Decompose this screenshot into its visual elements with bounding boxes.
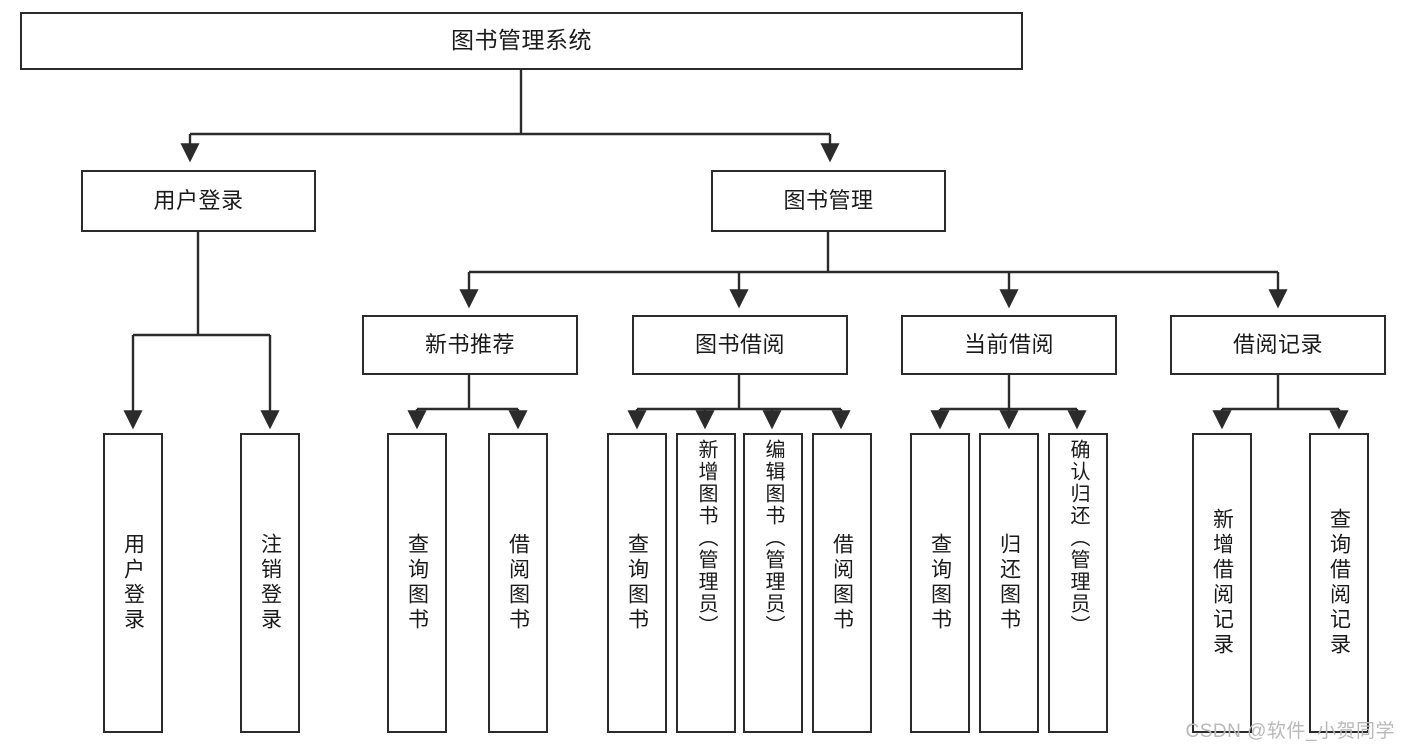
leaf-user-login-logout[interactable]: 注销登录 (240, 433, 300, 733)
leaf-borrow-record-query-label: 查询借阅记录 (1327, 508, 1351, 658)
leaf-book-borrow-edit-label: 编辑图书（管理员） (762, 439, 784, 637)
leaf-book-borrow-borrow[interactable]: 借阅图书 (812, 433, 872, 733)
leaf-user-login-login[interactable]: 用户登录 (103, 433, 163, 733)
leaf-borrow-record-add[interactable]: 新增借阅记录 (1192, 433, 1252, 733)
leaf-current-borrow-return-label: 归还图书 (997, 533, 1021, 633)
node-borrow-record-label: 借阅记录 (1232, 332, 1323, 358)
node-user-login[interactable]: 用户登录 (81, 170, 316, 232)
node-book-management-label: 图书管理 (783, 188, 874, 214)
leaf-current-borrow-confirm-return-label: 确认归还（管理员） (1067, 439, 1089, 637)
node-book-management[interactable]: 图书管理 (711, 170, 946, 232)
node-book-borrow-label: 图书借阅 (694, 332, 785, 358)
node-book-borrow[interactable]: 图书借阅 (632, 315, 848, 375)
leaf-current-borrow-confirm-return[interactable]: 确认归还（管理员） (1048, 433, 1108, 733)
leaf-user-login-logout-label: 注销登录 (258, 533, 282, 633)
node-current-borrow-label: 当前借阅 (963, 332, 1054, 358)
node-new-book-recommend-label: 新书推荐 (424, 332, 515, 358)
leaf-borrow-record-query[interactable]: 查询借阅记录 (1309, 433, 1369, 733)
node-root-book-management-system[interactable]: 图书管理系统 (20, 12, 1023, 70)
leaf-user-login-login-label: 用户登录 (121, 533, 145, 633)
leaf-current-borrow-query-label: 查询图书 (928, 533, 952, 633)
leaf-new-book-borrow-label: 借阅图书 (506, 533, 530, 633)
leaf-new-book-query-label: 查询图书 (405, 533, 429, 633)
leaf-book-borrow-edit[interactable]: 编辑图书（管理员） (743, 433, 803, 733)
leaf-book-borrow-borrow-label: 借阅图书 (830, 533, 854, 633)
node-borrow-record[interactable]: 借阅记录 (1170, 315, 1386, 375)
leaf-borrow-record-add-label: 新增借阅记录 (1210, 508, 1234, 658)
node-current-borrow[interactable]: 当前借阅 (901, 315, 1117, 375)
node-root-label: 图书管理系统 (451, 27, 592, 54)
node-new-book-recommend[interactable]: 新书推荐 (362, 315, 578, 375)
leaf-book-borrow-add[interactable]: 新增图书（管理员） (676, 433, 736, 733)
leaf-current-borrow-query[interactable]: 查询图书 (910, 433, 970, 733)
node-user-login-label: 用户登录 (153, 188, 244, 214)
leaf-new-book-query[interactable]: 查询图书 (387, 433, 447, 733)
leaf-book-borrow-query[interactable]: 查询图书 (607, 433, 667, 733)
leaf-new-book-borrow[interactable]: 借阅图书 (488, 433, 548, 733)
leaf-current-borrow-return[interactable]: 归还图书 (979, 433, 1039, 733)
leaf-book-borrow-query-label: 查询图书 (625, 533, 649, 633)
leaf-book-borrow-add-label: 新增图书（管理员） (695, 439, 717, 637)
